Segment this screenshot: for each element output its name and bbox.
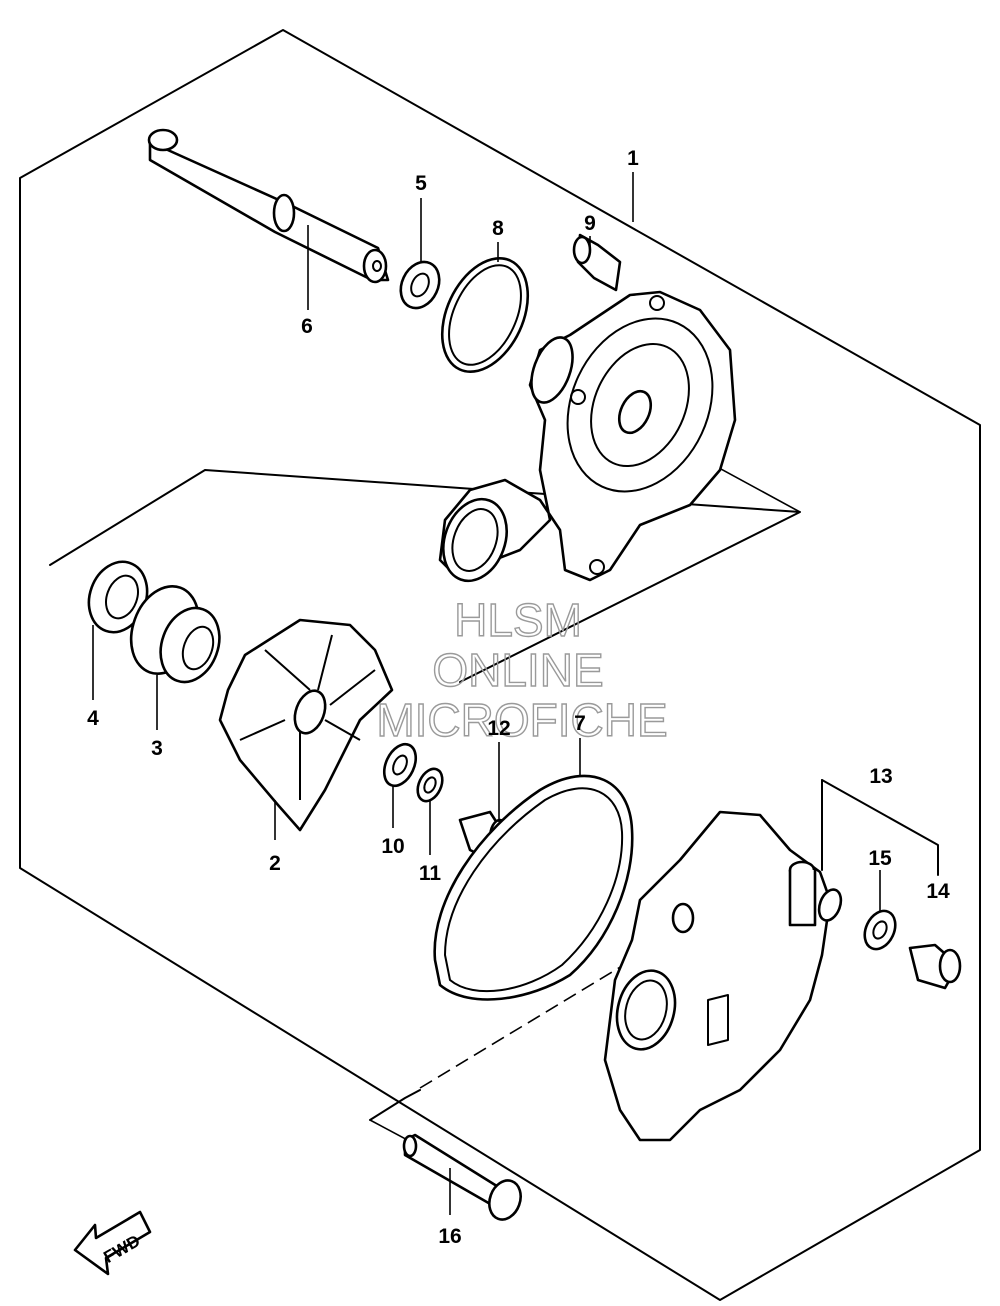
callout-10: 10 xyxy=(381,835,404,858)
o-ring-part-8 xyxy=(440,242,530,374)
callout-6: 6 xyxy=(301,315,313,338)
bracket-13-14-b xyxy=(821,779,939,876)
callout-11: 11 xyxy=(419,862,442,885)
watermark-line-1: HLSM xyxy=(454,594,582,646)
pump-cover xyxy=(603,810,843,1142)
gasket-part-7 xyxy=(433,738,634,1001)
callout-16: 16 xyxy=(438,1225,461,1248)
callout-1: 1 xyxy=(627,147,639,170)
callout-14: 14 xyxy=(926,880,950,903)
washer-part-11 xyxy=(416,767,444,855)
callout-3: 3 xyxy=(151,737,163,760)
callout-15: 15 xyxy=(868,847,892,870)
assembly-outline xyxy=(19,29,981,1301)
callout-2: 2 xyxy=(269,852,281,875)
washer-part-5 xyxy=(399,198,441,310)
callout-7: 7 xyxy=(574,712,586,735)
washer-part-10 xyxy=(382,742,418,828)
bolt-part-9 xyxy=(572,233,622,292)
watermark-line-2: ONLINE xyxy=(432,644,603,696)
fwd-arrow: FWD xyxy=(73,1210,152,1276)
callout-8: 8 xyxy=(492,217,504,240)
bolt-part-14 xyxy=(908,943,962,990)
washer-part-15 xyxy=(863,870,897,951)
long-bolt-part-16 xyxy=(402,1133,522,1221)
shaft-part-6 xyxy=(147,128,390,310)
watermark-line-3: MICROFICHE xyxy=(376,694,667,746)
callout-5: 5 xyxy=(415,172,427,195)
mechanical-seal-part-3 xyxy=(129,585,221,730)
callout-13: 13 xyxy=(869,765,892,788)
callout-12: 12 xyxy=(487,717,510,740)
impeller-part-2 xyxy=(218,618,394,840)
bracket-lower-cover xyxy=(369,1089,421,1121)
callout-9: 9 xyxy=(584,212,596,235)
callout-4: 4 xyxy=(87,707,99,730)
pump-body-part-1 xyxy=(438,290,737,583)
